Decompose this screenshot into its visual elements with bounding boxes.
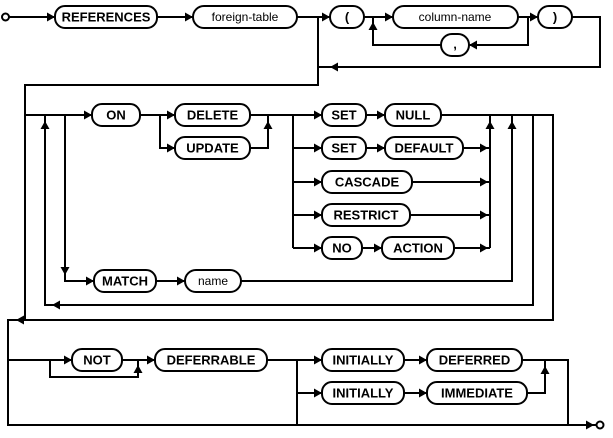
node-close-paren: ) [537,5,573,29]
node-not: NOT [71,348,123,372]
action-label: ACTION [393,241,443,256]
node-name: name [184,269,242,293]
comma-box [440,33,470,57]
no-label: NO [332,241,352,256]
cascade-label: CASCADE [335,175,400,190]
references-label: REFERENCES [62,10,151,25]
deferred-label: DEFERRED [439,353,511,368]
node-open-paren: ( [329,5,365,29]
open-paren-box [329,5,365,29]
deferrable-box [154,348,268,372]
end-terminal [595,420,605,430]
node-default: DEFAULT [384,136,464,160]
not-box [71,348,123,372]
set-2-label: SET [331,141,356,156]
immediate-box [426,381,528,405]
set-1-label: SET [331,108,356,123]
references-box [54,5,158,29]
node-match: MATCH [93,269,157,293]
node-no: NO [321,236,363,260]
no-box [321,236,363,260]
match-box [93,269,157,293]
foreign-table-box [192,5,298,29]
node-references: REFERENCES [54,5,158,29]
not-label: NOT [83,353,111,368]
name-label: name [198,274,228,288]
wire-action-merge [362,115,491,249]
node-set-2: SET [321,136,367,160]
on-box [91,103,141,127]
update-box [174,136,251,160]
default-box [384,136,464,160]
match-label: MATCH [102,274,148,289]
open-paren-label: ( [345,10,350,25]
action-box [381,236,455,260]
restrict-label: RESTRICT [334,208,399,223]
column-name-box [392,5,519,29]
wire-section2-main [7,114,596,426]
node-restrict: RESTRICT [321,203,411,227]
on-label: ON [106,108,126,123]
close-paren-box [537,5,573,29]
cascade-box [321,170,413,194]
node-deferred: DEFERRED [426,348,523,372]
node-set-1: SET [321,103,367,127]
node-column-name: column-name [392,5,519,29]
initially-2-label: INITIALLY [333,386,394,401]
immediate-label: IMMEDIATE [441,386,513,401]
update-label: UPDATE [186,141,239,156]
node-initially-1: INITIALLY [321,348,405,372]
node-action: ACTION [381,236,455,260]
wire-action-branch [292,115,322,249]
wire-initially-branch [296,360,546,425]
initially-1-box [321,348,405,372]
comma-label: , [453,37,457,52]
node-cascade: CASCADE [321,170,413,194]
node-on: ON [91,103,141,127]
node-comma: , [440,33,470,57]
node-null: NULL [384,103,442,127]
wire-on-match-loop [44,115,534,306]
deferred-box [426,348,523,372]
restrict-box [321,203,411,227]
node-foreign-table: foreign-table [192,5,298,29]
column-name-label: column-name [419,10,492,24]
start-terminal [1,12,10,22]
node-update: UPDATE [174,136,251,160]
null-box [384,103,442,127]
node-deferrable: DEFERRABLE [154,348,268,372]
delete-box [174,103,251,127]
deferrable-label: DEFERRABLE [167,353,256,368]
close-paren-label: ) [553,10,557,25]
node-delete: DELETE [174,103,251,127]
null-label: NULL [396,108,431,123]
name-box [184,269,242,293]
node-initially-2: INITIALLY [321,381,405,405]
initially-1-label: INITIALLY [333,353,394,368]
foreign-table-label: foreign-table [212,10,279,24]
set-1-box [321,103,367,127]
node-immediate: IMMEDIATE [426,381,528,405]
default-label: DEFAULT [395,141,454,156]
delete-label: DELETE [187,108,239,123]
set-2-box [321,136,367,160]
initially-2-box [321,381,405,405]
